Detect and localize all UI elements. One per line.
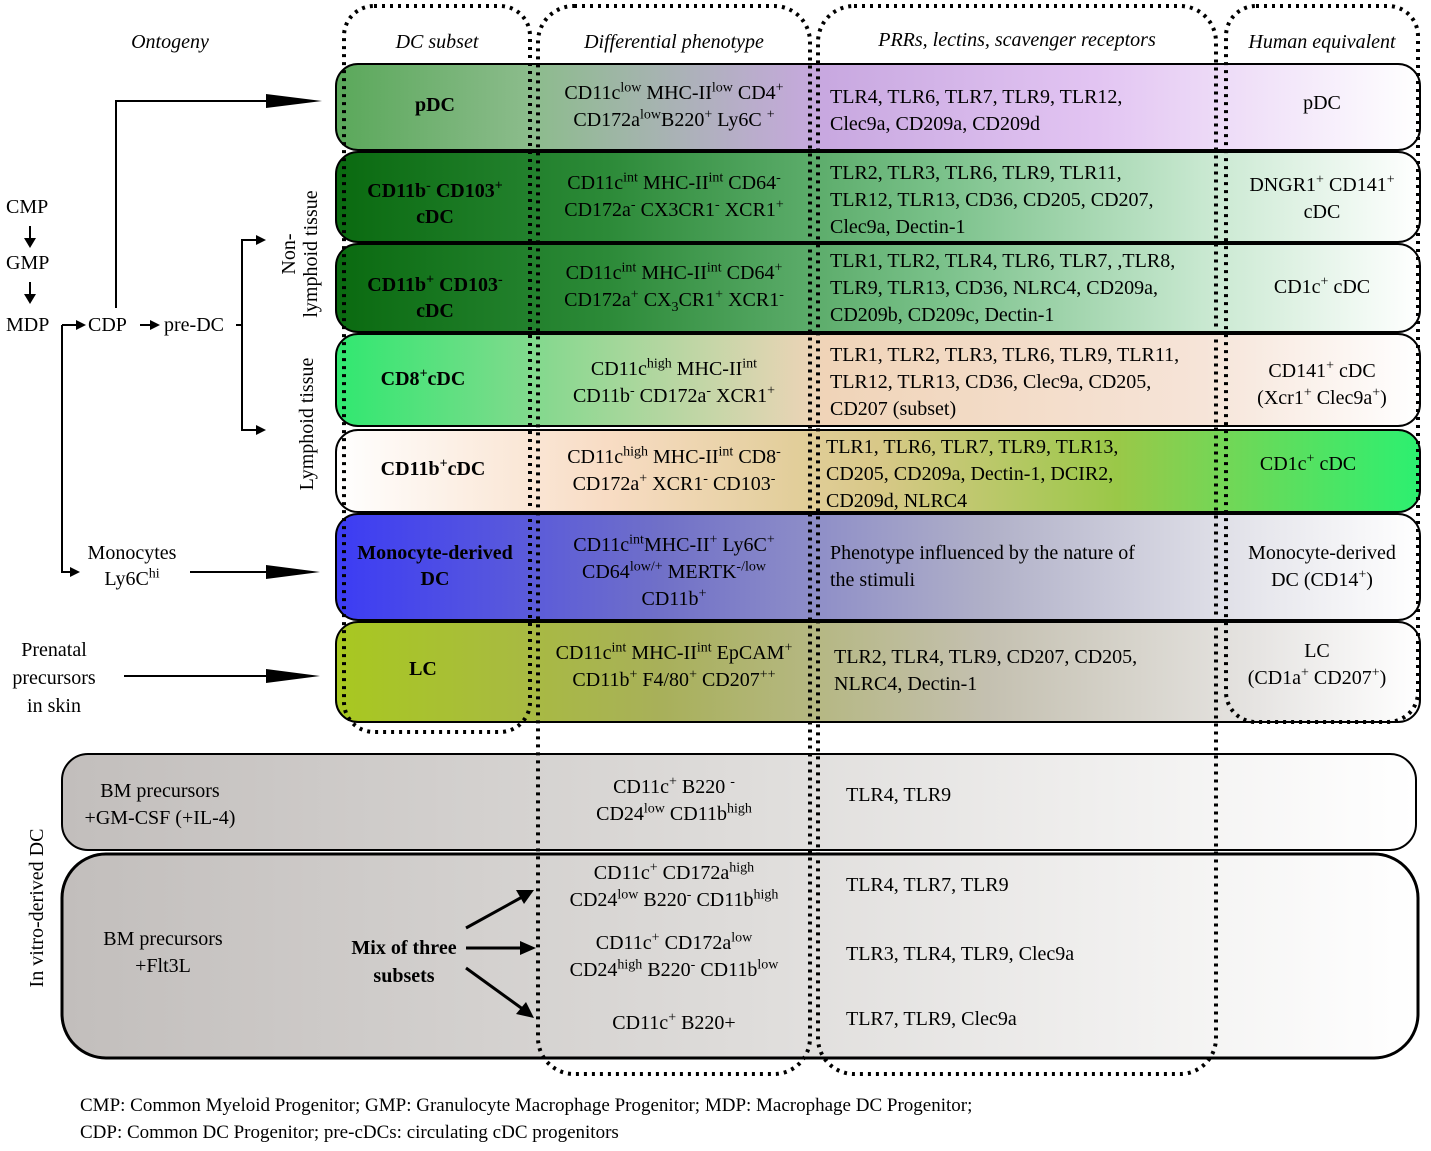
phenotype-cd11b-nonlymphoid: CD11cint MHC-IIint CD64+ CD172a+ CX3CR1+… bbox=[564, 260, 784, 315]
human-pdc: pDC bbox=[1303, 92, 1341, 114]
invitro-subset-c-prrs: TLR7, TLR9, Clec9a bbox=[846, 1008, 1017, 1030]
human-cd8: CD141+ cDC (Xcr1+ Clec9a+) bbox=[1257, 358, 1387, 409]
prrs-cd11b-nonlymphoid: TLR1, TLR2, TLR4, TLR6, TLR7, ,TLR8,TLR9… bbox=[830, 250, 1176, 326]
prrs-cd8: TLR1, TLR2, TLR3, TLR6, TLR9, TLR11,TLR1… bbox=[830, 344, 1180, 420]
header-phenotype: Differential phenotype bbox=[584, 31, 764, 53]
header-prrs: PRRs, lectins, scavenger receptors bbox=[878, 29, 1156, 51]
label-non-lymphoid: Non-lymphoid tissue bbox=[278, 190, 322, 318]
invitro-gmcsf-label: BM precursors+GM-CSF (+IL-4) bbox=[84, 780, 236, 829]
invitro-flt3l-label: BM precursors+Flt3L bbox=[103, 928, 223, 977]
prrs-cd103: TLR2, TLR3, TLR6, TLR9, TLR11,TLR12, TLR… bbox=[830, 162, 1154, 238]
invitro-subset-c-phenotype: CD11c+ B220+ bbox=[612, 1010, 736, 1034]
prrs-cd11b-lymphoid: TLR1, TLR6, TLR7, TLR9, TLR13,CD205, CD2… bbox=[826, 436, 1119, 512]
invitro-subset-a-prrs: TLR4, TLR7, TLR9 bbox=[846, 874, 1009, 896]
phenotype-cd8: CD11chigh MHC-IIint CD11b- CD172a- XCR1+ bbox=[572, 356, 776, 407]
human-cd11b-lymphoid: CD1c+ cDC bbox=[1259, 451, 1357, 475]
ontogeny-monocytes: Monocytes Ly6Chi bbox=[87, 542, 177, 590]
label-lymphoid: Lymphoid tissue bbox=[296, 357, 318, 491]
prrs-lc: TLR2, TLR4, TLR9, CD207, CD205,NLRC4, De… bbox=[834, 646, 1138, 695]
subset-lc: LC bbox=[409, 658, 437, 680]
subset-cd103: CD11b- CD103+ cDC bbox=[367, 178, 503, 228]
ontogeny-pre-dc: pre-DC bbox=[164, 314, 224, 336]
human-cd11b-nonlymphoid: CD1c+ cDC bbox=[1273, 274, 1371, 298]
header-ontogeny: Ontogeny bbox=[131, 31, 209, 53]
ontogeny-prenatal: Prenatal precursors in skin bbox=[12, 639, 96, 717]
subset-pdc: pDC bbox=[414, 94, 455, 116]
ontogeny-cdp: CDP bbox=[88, 314, 127, 336]
phenotype-cd11b-lymphoid: CD11chigh MHC-IIint CD8- CD172a+ XCR1- C… bbox=[567, 444, 781, 495]
ontogeny-gmp: GMP bbox=[6, 252, 50, 274]
ontogeny-mdp: MDP bbox=[6, 314, 50, 336]
header-human: Human equivalent bbox=[1248, 31, 1396, 53]
invitro-subset-a-phenotype: CD11c+ CD172ahigh CD24low B220- CD11bhig… bbox=[569, 860, 779, 911]
invitro-subset-b-prrs: TLR3, TLR4, TLR9, Clec9a bbox=[846, 943, 1075, 965]
ontogeny-cmp: CMP bbox=[6, 196, 49, 218]
prrs-pdc: TLR4, TLR6, TLR7, TLR9, TLR12,Clec9a, CD… bbox=[830, 86, 1123, 135]
invitro-gmcsf-prrs: TLR4, TLR9 bbox=[846, 784, 952, 806]
phenotype-pdc: CD11clow MHC-IIlow CD4+ CD172alowB220+ L… bbox=[564, 80, 784, 131]
phenotype-lc: CD11cint MHC-IIint EpCAM+ CD11b+ F4/80+ … bbox=[555, 640, 793, 691]
invitro-subset-b-phenotype: CD11c+ CD172alow CD24high B220- CD11blow bbox=[569, 930, 779, 981]
subset-cd11b-nonlymphoid: CD11b+ CD103- cDC bbox=[367, 272, 503, 322]
human-cd103: DNGR1+ CD141+ cDC bbox=[1249, 172, 1395, 223]
phenotype-cd103: CD11cint MHC-IIint CD64- CD172a- CX3CR1-… bbox=[564, 170, 784, 221]
phenotype-monocyte-derived: CD11cintMHC-II+ Ly6C+ CD64low/+ MERTK-/l… bbox=[573, 532, 775, 610]
human-lc: LC (CD1a+ CD207+) bbox=[1247, 640, 1387, 689]
human-monocyte-derived: Monocyte-derived DC (CD14+) bbox=[1248, 542, 1396, 591]
subset-cd8: CD8+cDC bbox=[380, 366, 466, 390]
invitro-gmcsf-phenotype: CD11c+ B220 - CD24low CD11bhigh bbox=[596, 774, 752, 825]
label-in-vitro: In vitro-derived DC bbox=[26, 828, 48, 988]
footnote: CMP: Common Myeloid Progenitor; GMP: Gra… bbox=[80, 1095, 973, 1143]
subset-cd11b-lymphoid: CD11b+cDC bbox=[380, 456, 486, 480]
header-dc-subset: DC subset bbox=[395, 31, 479, 53]
